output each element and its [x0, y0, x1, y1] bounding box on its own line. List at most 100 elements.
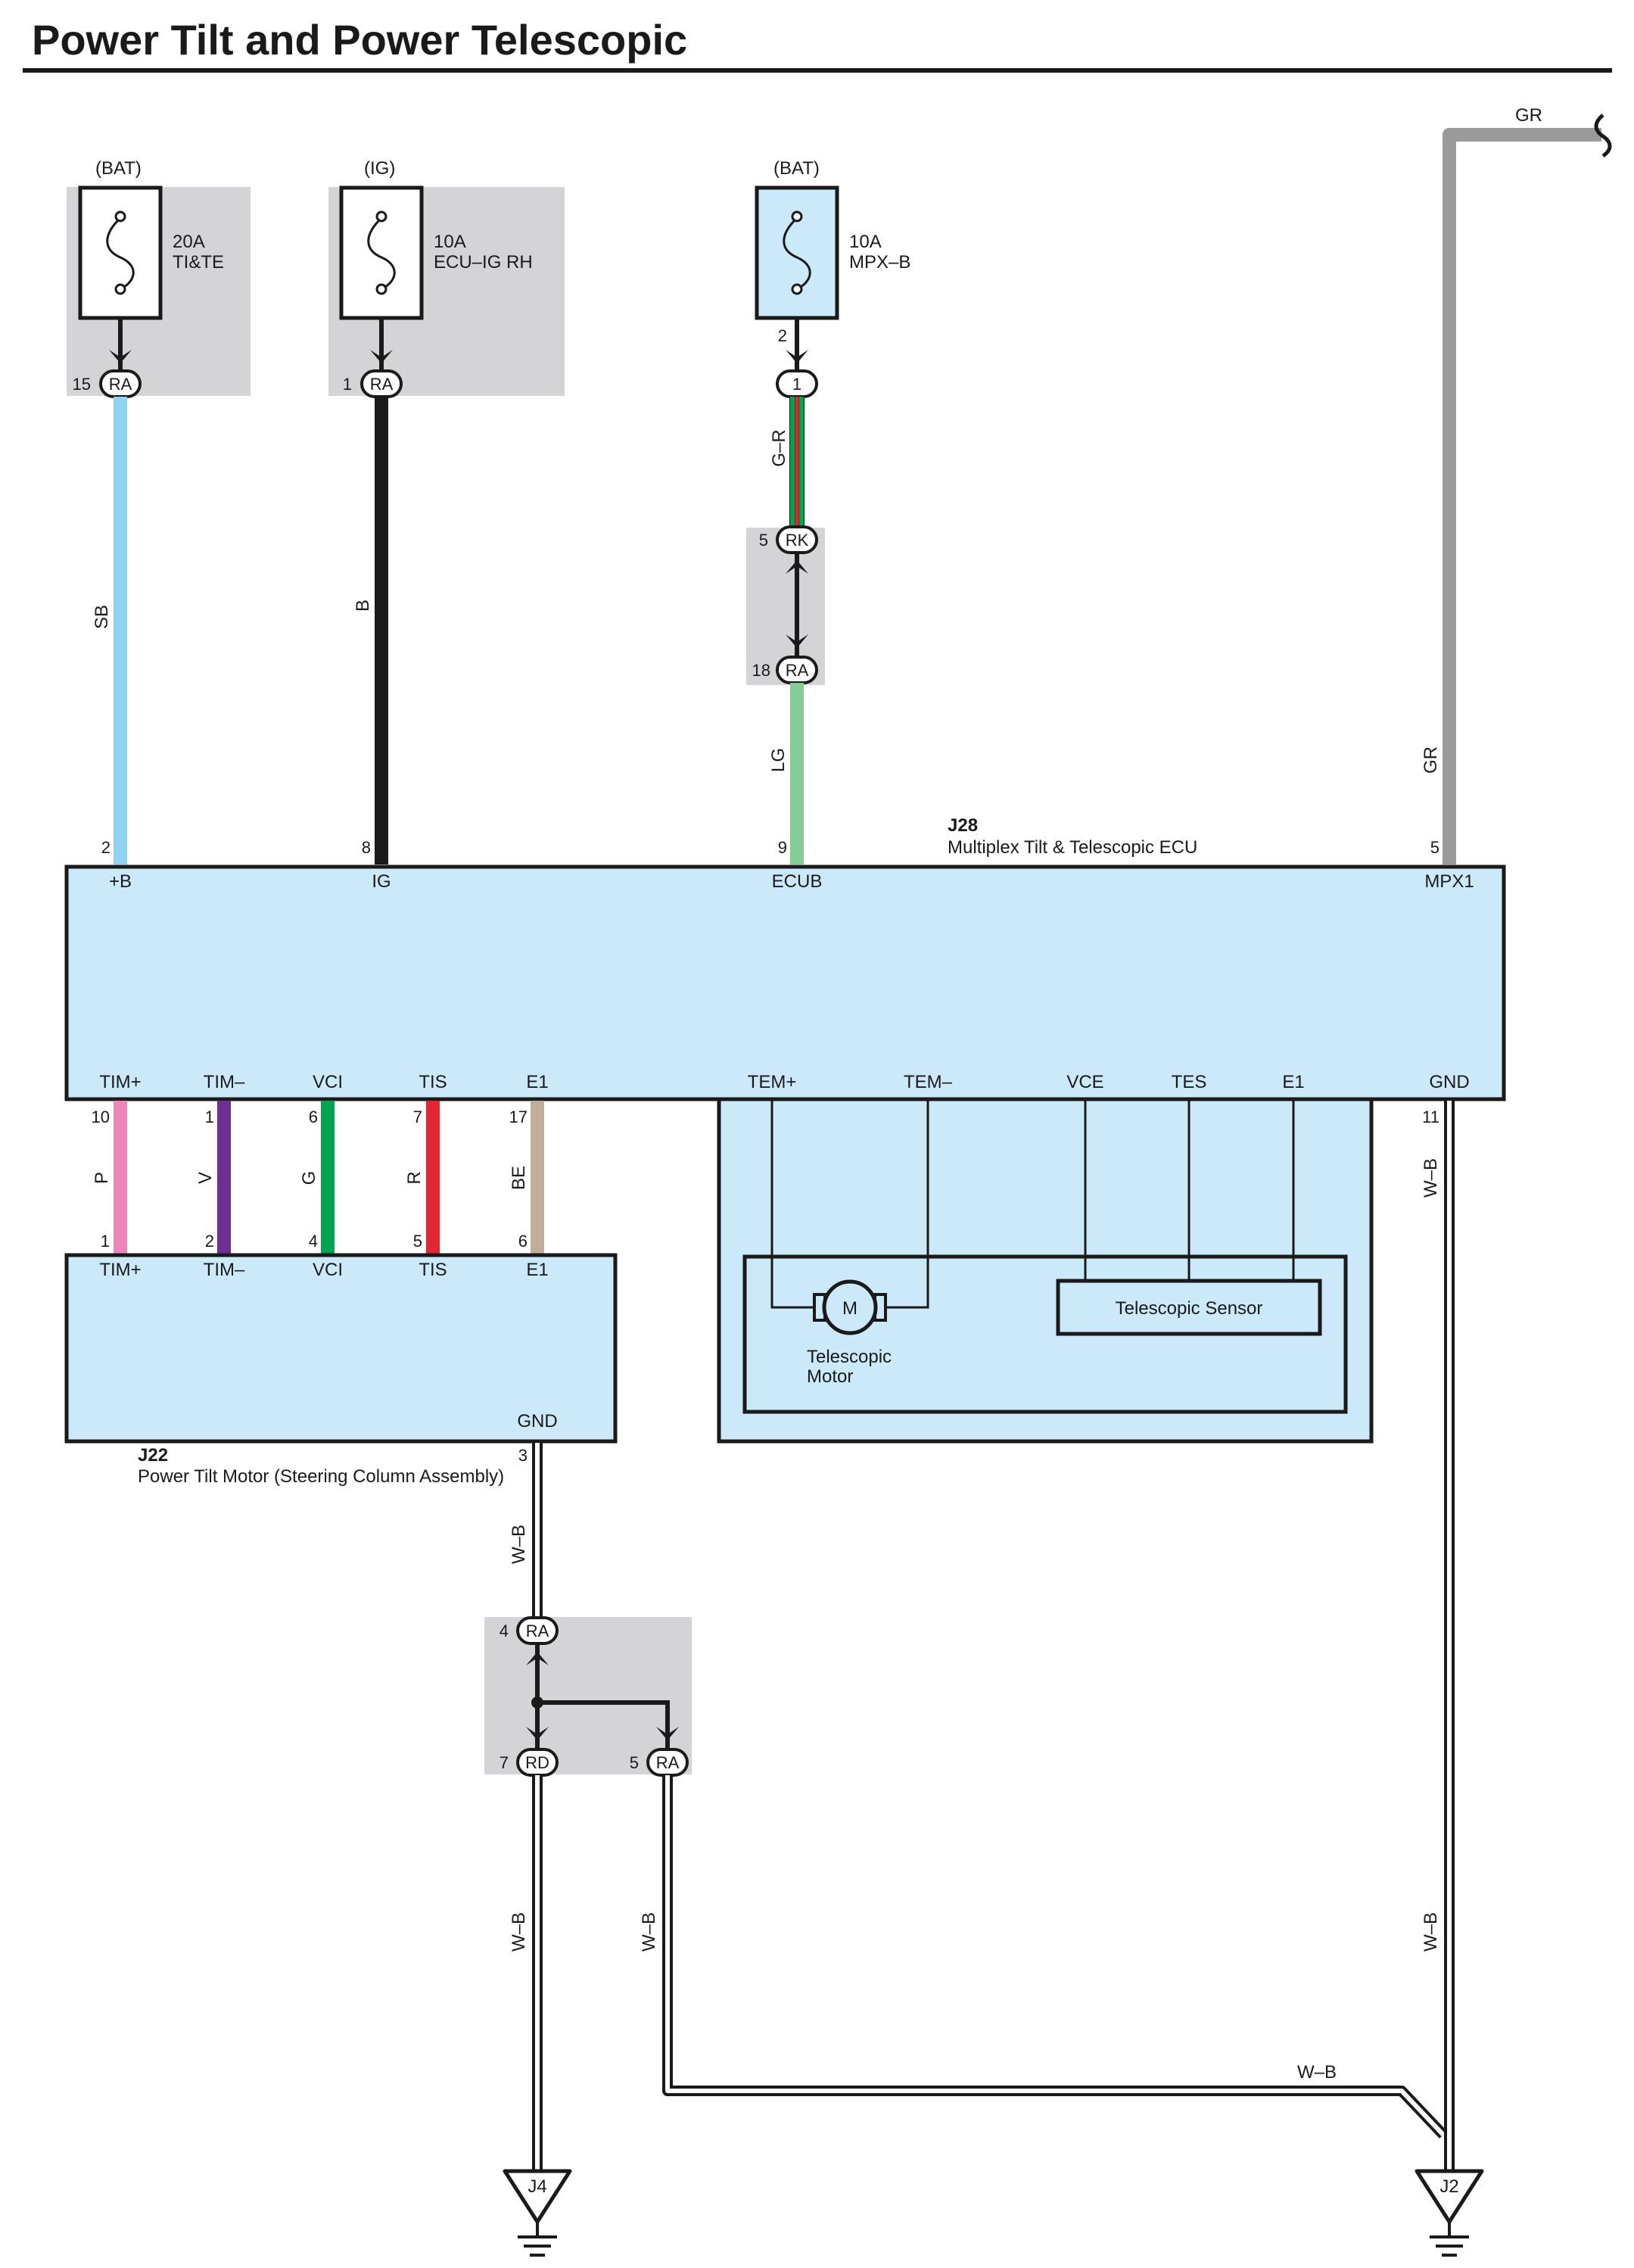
telescopic-wires	[770, 1099, 1295, 1309]
wire-label-be: BE	[509, 1166, 529, 1190]
pin-number: 5	[413, 1232, 422, 1251]
wire-label-sb: SB	[92, 605, 112, 629]
connector-rd: RD	[525, 1753, 549, 1772]
terminal-tem-plus: TEM+	[748, 1072, 797, 1092]
telescopic-unit	[717, 1097, 1374, 1444]
motor-label-2: Motor	[807, 1366, 853, 1387]
wire-label-lg: LG	[768, 748, 789, 772]
pin-number: 10	[92, 1108, 110, 1126]
wire-label-v: V	[195, 1172, 216, 1184]
terminal-gnd: GND	[517, 1411, 557, 1432]
fuse-mpx-b: (BAT) 10A MPX–B 2 1	[755, 158, 910, 398]
telescopic-sensor	[1056, 1279, 1322, 1336]
fuse-rating: 20A	[173, 232, 205, 252]
wire-label-wb: W–B	[1421, 1912, 1441, 1952]
pin-number: 1	[101, 1232, 110, 1251]
ecu-id: J28	[948, 815, 978, 836]
wire-label-r: R	[404, 1171, 425, 1184]
wire-label-b: B	[353, 600, 373, 612]
terminal-ig: IG	[372, 871, 391, 892]
terminal-e1-2: E1	[1282, 1072, 1304, 1092]
connector-ra: RA	[109, 375, 132, 394]
tilt-motor-body	[64, 1253, 618, 1444]
fuse-rating: 10A	[434, 232, 466, 252]
fuse-ecu-ig-rh: (IG) 10A ECU–IG RH RA 1	[328, 158, 565, 398]
pin-number: 3	[518, 1446, 528, 1465]
pin-number: 7	[413, 1108, 422, 1126]
wire-gr	[1443, 128, 1601, 865]
fuse-name: TI&TE	[173, 252, 224, 273]
terminal-tim-plus: TIM+	[99, 1260, 141, 1280]
connector-ra: RA	[370, 375, 394, 394]
ground-j4-icon: J4	[503, 2169, 572, 2257]
pin-number: 6	[518, 1232, 528, 1251]
wire-label-wb: W–B	[1297, 2062, 1337, 2083]
pin-number: 2	[778, 326, 787, 345]
page-title: Power Tilt and Power Telescopic	[32, 16, 687, 64]
connector-rk: RK	[786, 531, 809, 550]
junction-ra-rd: RA 4 RD 7 RA 5	[484, 1616, 692, 1777]
wire-break-icon	[1594, 114, 1612, 158]
terminal-tes: TES	[1172, 1072, 1207, 1092]
wire-label-g-r: G–R	[769, 429, 789, 466]
pin-number: 8	[362, 838, 371, 857]
pin-number: 1	[205, 1108, 214, 1126]
pin-number: 2	[205, 1232, 214, 1251]
terminal-vci: VCI	[313, 1260, 343, 1280]
ground-j2-icon: J2	[1415, 2169, 1484, 2257]
pin-number: 4	[309, 1232, 318, 1251]
connector-1: 1	[792, 375, 801, 394]
pin-number: 5	[759, 531, 768, 550]
tilt-motor-id: J22	[138, 1445, 168, 1466]
ecu-name: Multiplex Tilt & Telescopic ECU	[948, 837, 1197, 858]
fuse-source: (BAT)	[773, 158, 820, 179]
connector-ra: RA	[786, 661, 809, 680]
terminal-e1: E1	[526, 1072, 548, 1092]
pin-number: 4	[500, 1622, 509, 1640]
motor-symbol: M	[842, 1298, 857, 1319]
pin-number: 9	[778, 838, 787, 857]
fuse-rating: 10A	[849, 232, 882, 252]
junction-rk-ra: RK 5 RA 18	[746, 525, 825, 685]
terminal-tem-minus: TEM–	[904, 1072, 953, 1092]
ground-label: J2	[1439, 2176, 1458, 2197]
tilt-wires	[114, 1101, 544, 1254]
ground-label: J4	[528, 2176, 546, 2197]
pin-number: 5	[1430, 838, 1439, 857]
telescopic-inner-frame	[742, 1254, 1348, 1414]
terminal-tim-plus: TIM+	[99, 1072, 141, 1092]
terminal-ecub: ECUB	[772, 871, 823, 892]
wire-label-wb: W–B	[1421, 1158, 1441, 1198]
pin-number: 18	[752, 661, 770, 680]
motor-label: Telescopic	[807, 1347, 892, 1367]
terminal-vci: VCI	[313, 1072, 343, 1092]
pin-number: 1	[343, 375, 352, 394]
pin-number: 2	[101, 838, 110, 857]
tilt-motor-name: Power Tilt Motor (Steering Column Assemb…	[138, 1466, 504, 1487]
fuse-name: MPX–B	[849, 252, 910, 273]
wire-label-wb: W–B	[509, 1912, 529, 1952]
pin-number: 15	[73, 375, 91, 394]
fuse-ti-te: (BAT) 20A TI&TE RA 15	[67, 158, 251, 398]
terminal-tim-minus: TIM–	[204, 1072, 245, 1092]
fuse-name: ECU–IG RH	[434, 252, 533, 273]
terminal-tim-minus: TIM–	[204, 1260, 245, 1280]
pin-number: 11	[1422, 1108, 1439, 1126]
terminal-plus-b: +B	[109, 871, 132, 892]
pin-number: 7	[500, 1753, 509, 1772]
wire-label-wb: W–B	[509, 1525, 529, 1564]
wire-label-gr-top: GR	[1515, 105, 1542, 126]
wire-label-wb: W–B	[639, 1912, 659, 1952]
wire-label-p: P	[92, 1172, 112, 1184]
terminal-gnd: GND	[1429, 1072, 1469, 1092]
wire-label-g: G	[299, 1171, 319, 1185]
motor-icon: M	[813, 1279, 887, 1335]
pin-number: 17	[509, 1108, 528, 1126]
wire-g-r	[789, 397, 805, 526]
ecu-body	[64, 865, 1506, 1101]
fuse-source: (BAT)	[95, 158, 142, 179]
terminal-e1: E1	[526, 1260, 548, 1280]
connector-ra: RA	[526, 1622, 549, 1640]
fuse-source: (IG)	[364, 158, 395, 179]
